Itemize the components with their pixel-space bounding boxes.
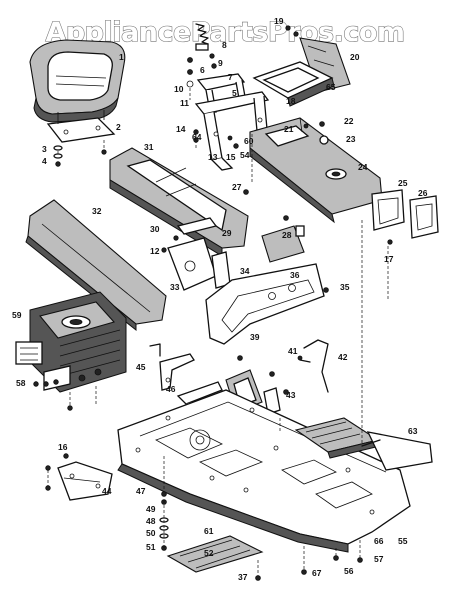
callout-31: 31 xyxy=(144,142,154,152)
rear-upright-frame xyxy=(194,91,270,171)
rear-side-panels xyxy=(371,189,439,245)
callout-22: 22 xyxy=(344,116,354,126)
callout-43: 43 xyxy=(286,390,296,400)
engine-mount-bolts xyxy=(33,379,73,411)
callout-29: 29 xyxy=(222,228,232,238)
callout-4: 4 xyxy=(42,156,47,166)
callout-44: 44 xyxy=(102,486,112,496)
callout-47: 47 xyxy=(136,486,146,496)
callout-54: 54 xyxy=(240,150,250,160)
callout-3: 3 xyxy=(42,144,47,154)
assembly-guide-lines xyxy=(189,88,389,444)
callout-39: 39 xyxy=(250,332,260,342)
callout-45: 45 xyxy=(136,362,146,372)
callout-20: 20 xyxy=(350,52,360,62)
callout-42: 42 xyxy=(338,352,348,362)
callout-48: 48 xyxy=(146,516,156,526)
callout-56: 56 xyxy=(344,566,354,576)
callout-34: 34 xyxy=(240,266,250,276)
callout-52: 52 xyxy=(204,548,214,558)
callout-6: 6 xyxy=(200,65,205,75)
callout-21: 21 xyxy=(284,124,294,134)
callout-13: 13 xyxy=(208,152,218,162)
callout-8: 8 xyxy=(222,40,227,50)
callout-9: 9 xyxy=(218,58,223,68)
callout-23: 23 xyxy=(346,134,356,144)
callout-30: 30 xyxy=(150,224,160,234)
callout-19: 19 xyxy=(274,16,284,26)
callout-10: 10 xyxy=(174,84,184,94)
callout-67: 67 xyxy=(312,568,322,578)
rear-fender-panel xyxy=(205,225,325,345)
engine xyxy=(15,291,127,406)
brake-rod xyxy=(297,339,329,393)
callout-15: 15 xyxy=(226,152,236,162)
callout-37: 37 xyxy=(238,572,248,582)
callout-16: 16 xyxy=(58,442,68,452)
callout-32: 32 xyxy=(92,206,102,216)
callout-11: 11 xyxy=(180,98,189,108)
callout-14: 14 xyxy=(176,124,186,134)
callout-65: 65 xyxy=(326,82,336,92)
callout-57: 57 xyxy=(374,554,384,564)
callout-41: 41 xyxy=(288,346,298,356)
callout-58: 58 xyxy=(16,378,26,388)
callout-63: 63 xyxy=(408,426,418,436)
callout-64: 64 xyxy=(192,132,202,142)
callout-2: 2 xyxy=(116,122,121,132)
callout-27: 27 xyxy=(232,182,242,192)
console-hardware xyxy=(303,121,329,145)
callout-12: 12 xyxy=(150,246,160,256)
callout-17: 17 xyxy=(384,254,394,264)
callout-28: 28 xyxy=(282,230,292,240)
callout-5: 5 xyxy=(232,88,237,98)
dash-panel xyxy=(252,61,335,107)
callout-18: 18 xyxy=(286,96,296,106)
callout-66: 66 xyxy=(374,536,384,546)
front-axle-bracket xyxy=(45,453,113,501)
callout-labels: 1 2 3 4 5 6 7 8 9 10 11 12 13 14 15 16 1… xyxy=(12,16,428,582)
hood-hinge-parts xyxy=(161,217,218,253)
callout-50: 50 xyxy=(146,528,156,538)
callout-61: 61 xyxy=(204,526,214,536)
seat-hardware xyxy=(53,145,63,167)
fuel-tank-console xyxy=(249,117,383,224)
callout-1: 1 xyxy=(119,52,124,62)
right-footrest xyxy=(294,417,433,471)
callout-59: 59 xyxy=(12,310,22,320)
callout-49: 49 xyxy=(146,504,156,514)
seat xyxy=(29,39,126,123)
callout-26: 26 xyxy=(418,188,428,198)
lower-hardware-stack xyxy=(159,456,169,551)
callout-36: 36 xyxy=(290,270,300,280)
callout-60: 60 xyxy=(244,136,254,146)
callout-51: 51 xyxy=(146,542,156,552)
panel-fasteners xyxy=(237,189,329,361)
bottom-fasteners xyxy=(255,540,363,581)
callout-24: 24 xyxy=(358,162,368,172)
callout-35: 35 xyxy=(340,282,350,292)
callout-46: 46 xyxy=(166,384,176,394)
control-linkage xyxy=(149,343,223,425)
left-footrest xyxy=(166,535,264,573)
callout-33: 33 xyxy=(170,282,180,292)
callout-55: 55 xyxy=(398,536,408,546)
callout-25: 25 xyxy=(398,178,408,188)
callout-7: 7 xyxy=(228,72,233,82)
seat-spring-assembly xyxy=(186,23,215,88)
